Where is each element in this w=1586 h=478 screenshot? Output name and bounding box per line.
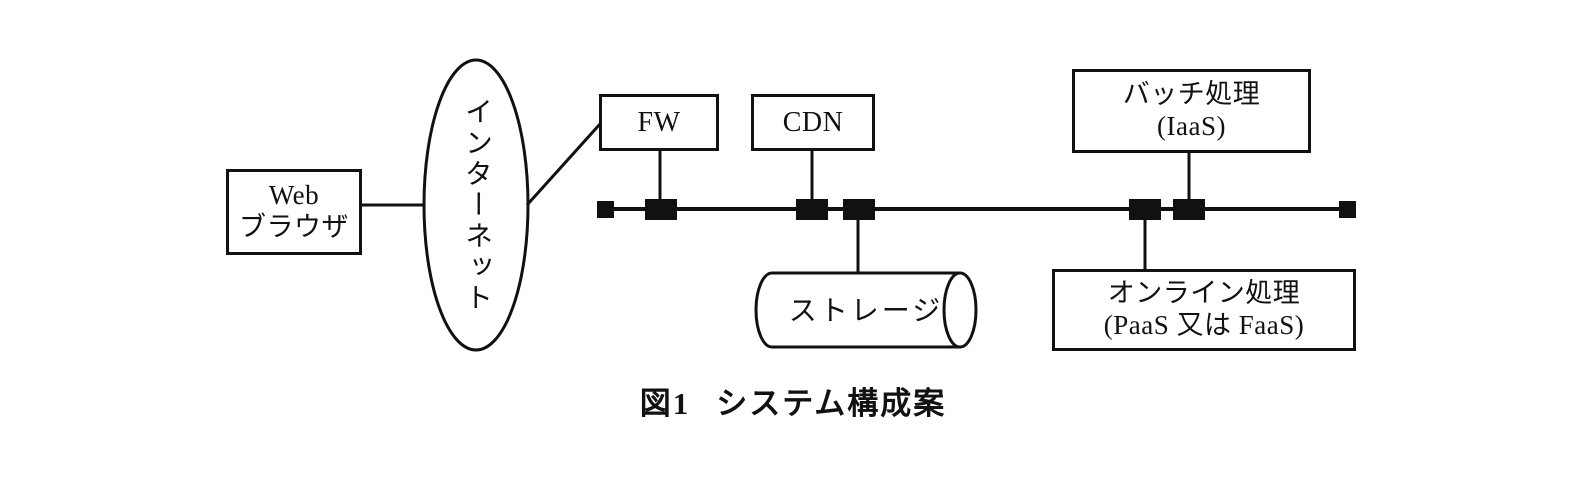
link-internet-fw: [525, 122, 602, 207]
node-online-line1: オンライン処理: [1107, 278, 1301, 309]
node-online-line2: (PaaS 又は FaaS): [1103, 310, 1305, 340]
node-cdn[interactable]: CDN: [751, 94, 875, 151]
node-batch-processing[interactable]: バッチ処理 (IaaS): [1072, 69, 1311, 153]
figure-caption-number: 図1: [639, 386, 691, 421]
node-fw[interactable]: FW: [599, 94, 719, 151]
node-cdn-label: CDN: [782, 106, 844, 138]
internet-ellipse: [422, 58, 530, 352]
bus-terminator-left: [597, 201, 614, 218]
node-batch-line1: バッチ処理: [1122, 79, 1261, 110]
node-web-browser[interactable]: Web ブラウザ: [226, 169, 362, 255]
figure-caption-title: システム構成案: [716, 386, 947, 421]
storage-cylinder-shape: [754, 271, 978, 349]
node-fw-label: FW: [637, 106, 681, 138]
bus-terminator-right: [1339, 201, 1356, 218]
figure-caption: 図1 システム構成案: [0, 378, 1586, 423]
bus-tap-batch: [1173, 199, 1205, 220]
bus-tap-online: [1129, 199, 1161, 220]
bus-tap-fw: [645, 199, 677, 220]
bus-tap-cdn: [796, 199, 828, 220]
node-batch-line2: (IaaS): [1157, 111, 1226, 141]
node-web-browser-line1: Web: [268, 180, 320, 211]
node-online-processing[interactable]: オンライン処理 (PaaS 又は FaaS): [1052, 269, 1356, 351]
node-web-browser-line2: ブラウザ: [239, 212, 349, 242]
bus-tap-storage: [843, 199, 875, 220]
